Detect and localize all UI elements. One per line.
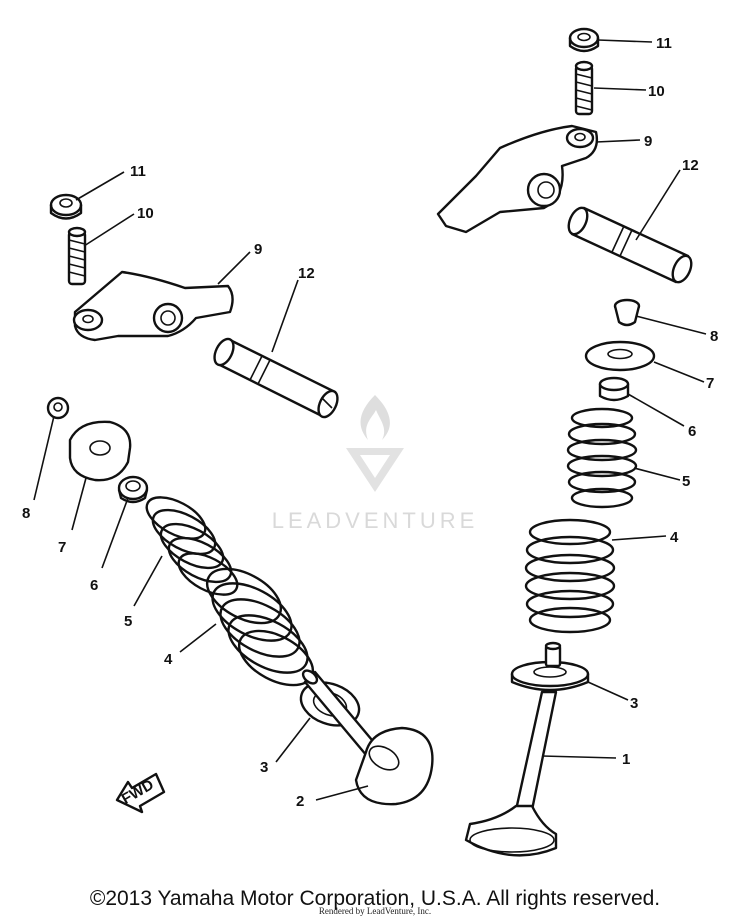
right-leader-lines — [541, 39, 707, 759]
callout-right-1: 1 — [622, 751, 630, 768]
fwd-arrow-icon: FWD — [115, 772, 166, 814]
left-valve-cotter — [46, 396, 70, 420]
callout-left-9: 9 — [254, 241, 262, 258]
left-nut — [49, 193, 83, 220]
callout-right-6: 6 — [688, 423, 696, 440]
leadventure-watermark: LEADVENTURE — [272, 395, 479, 533]
right-inner-spring — [566, 407, 638, 509]
right-spring-seat — [510, 660, 590, 692]
right-adjust-screw — [574, 60, 594, 116]
copyright-notice: ©2013 Yamaha Motor Corporation, U.S.A. A… — [89, 887, 661, 910]
watermark-text: LEADVENTURE — [272, 508, 479, 533]
callout-left-12: 12 — [298, 265, 315, 282]
callout-right-3: 3 — [630, 695, 638, 712]
callout-right-9: 9 — [644, 133, 652, 150]
right-nut — [568, 27, 600, 53]
right-valve — [464, 641, 562, 857]
left-adjust-screw — [67, 226, 87, 286]
right-rocker-arm — [436, 124, 599, 234]
callout-left-10: 10 — [137, 205, 154, 222]
callout-left-5: 5 — [124, 613, 132, 630]
left-valve-seal — [117, 475, 149, 504]
left-leader-lines — [33, 171, 369, 801]
right-valve-seal — [598, 376, 630, 402]
left-outer-spring — [206, 567, 314, 687]
callout-left-11: 11 — [130, 163, 146, 180]
rendered-by-notice: Rendered by LeadVenture, Inc. — [318, 906, 432, 916]
left-rocker-arm — [72, 270, 234, 342]
callout-left-7: 7 — [58, 539, 66, 556]
callout-right-8: 8 — [710, 328, 718, 345]
right-spring-retainer — [584, 340, 656, 372]
right-valve-cotter — [613, 298, 641, 327]
callout-right-5: 5 — [682, 473, 690, 490]
callout-left-6: 6 — [90, 577, 98, 594]
v-mark-icon — [346, 448, 404, 492]
right-rocker-shaft — [567, 206, 693, 284]
right-outer-spring — [524, 518, 616, 634]
left-inner-spring — [145, 496, 239, 596]
callout-left-8: 8 — [22, 505, 30, 522]
callout-right-12: 12 — [682, 157, 699, 174]
callout-right-11: 11 — [656, 35, 672, 52]
callout-right-10: 10 — [648, 83, 665, 100]
callout-left-4: 4 — [164, 651, 173, 668]
left-rocker-shaft — [213, 337, 339, 419]
callout-left-2: 2 — [296, 793, 304, 810]
callout-right-4: 4 — [670, 529, 679, 546]
callout-left-3: 3 — [260, 759, 268, 776]
left-spring-retainer — [68, 420, 132, 482]
left-valve — [301, 669, 434, 806]
flame-icon — [360, 395, 390, 440]
callout-right-7: 7 — [706, 375, 714, 392]
